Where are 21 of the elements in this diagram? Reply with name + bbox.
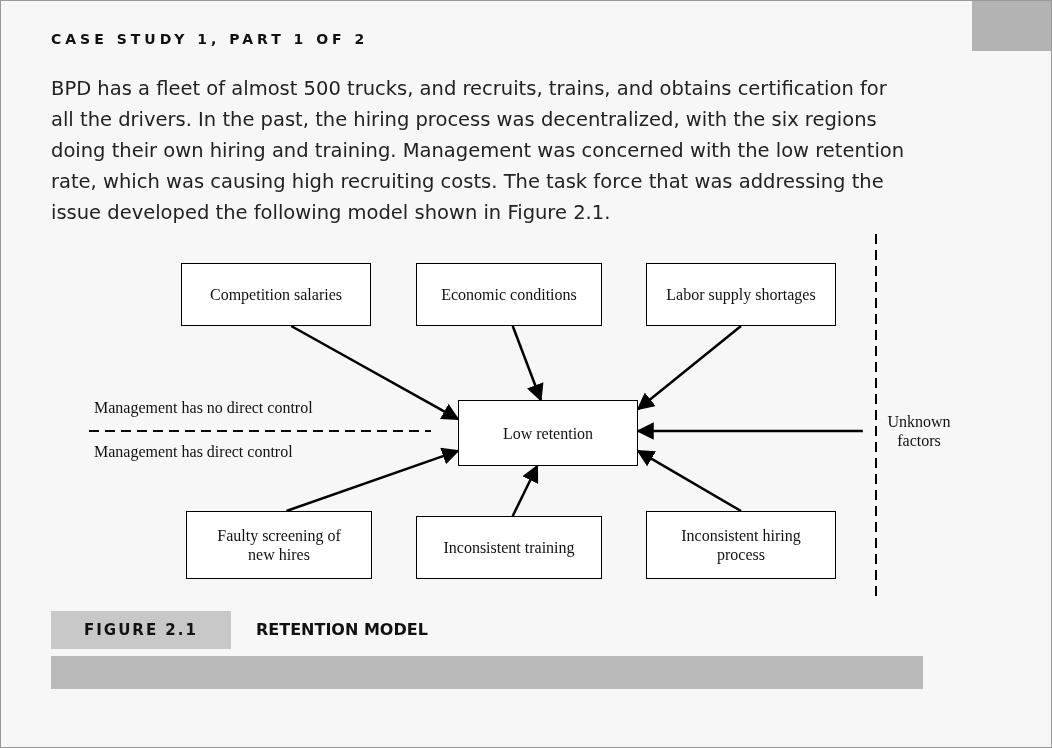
factor-box: Competition salaries [181, 263, 371, 326]
factor-box: Labor supply shortages [646, 263, 836, 326]
factor-box: Economic conditions [416, 263, 602, 326]
side-label: Unknown factors [883, 406, 955, 456]
outcome-box: Low retention [458, 400, 638, 466]
region-label: Management has no direct control [94, 399, 313, 417]
factor-box: Inconsistent hiring process [646, 511, 836, 579]
factor-box: Inconsistent training [416, 516, 602, 579]
paragraph: BPD has a fleet of almost 500 trucks, and recruits, trains, and obtains certification for all the drivers. In the past, the hiring process was decentralized, with the six regions doing their own hiring and training. Management was concerned with the low retention rate, which was causing high recruiting costs. The task force that was addressing the issue developed the following model shown in Figure 2.1. [51, 76, 906, 226]
arrow [636, 422, 863, 440]
arrow [636, 449, 742, 513]
arrow [511, 325, 544, 402]
arrow [286, 447, 460, 513]
arrow [290, 324, 460, 421]
arrow [511, 464, 539, 517]
factor-box: Faulty screening of new hires [186, 511, 372, 579]
figure-title: RETENTION MODEL [256, 620, 428, 639]
heading: CASE STUDY 1, PART 1 OF 2 [51, 31, 369, 47]
figure-number: FIGURE 2.1 [51, 611, 231, 649]
arrow [636, 325, 742, 411]
region-label: Management has direct control [94, 443, 293, 461]
